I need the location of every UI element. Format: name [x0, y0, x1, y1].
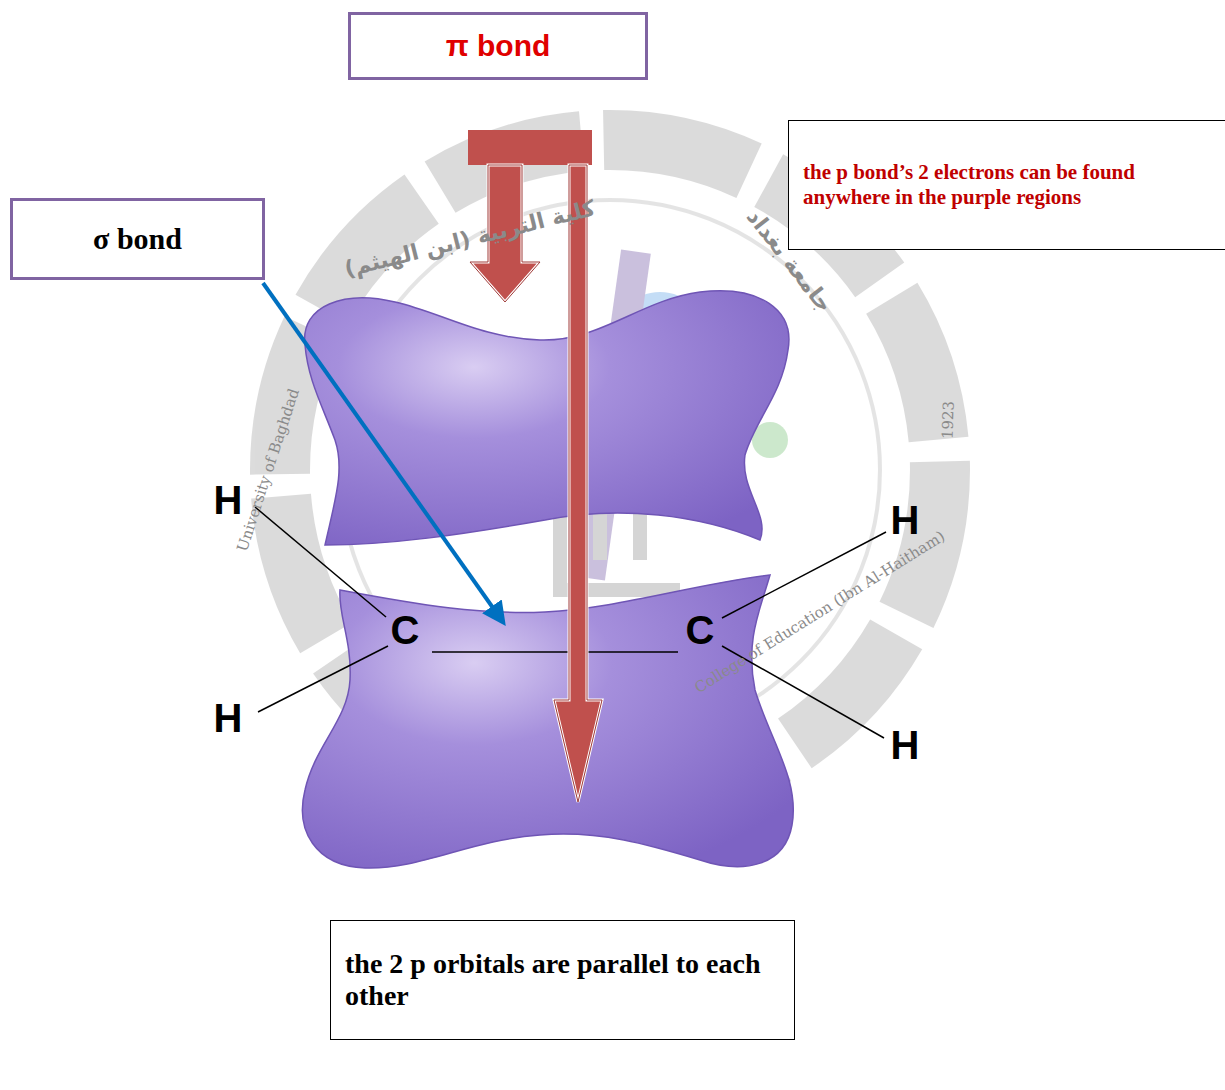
- atom-symbol: H: [891, 723, 920, 768]
- watermark-text: 1923: [938, 401, 957, 440]
- note-box: the p bond’s 2 electrons can be found an…: [788, 120, 1225, 250]
- upper-p-lobe: [305, 291, 789, 545]
- lower-p-lobe: [303, 575, 794, 868]
- sigma-arrow: [263, 283, 503, 622]
- atom-symbol: H: [891, 498, 920, 543]
- sigma-bond-box: σ bond: [10, 198, 265, 280]
- atom-symbol: C: [391, 608, 420, 653]
- atom-symbol: H: [214, 478, 243, 523]
- box-text: the 2 p orbitals are parallel to each ot…: [345, 948, 780, 1012]
- note-box: the 2 p orbitals are parallel to each ot…: [330, 920, 795, 1040]
- atom-symbol: C: [686, 608, 715, 653]
- atom-symbol: H: [214, 696, 243, 741]
- pi-bond-box: π bond: [348, 12, 648, 80]
- box-text: the p bond’s 2 electrons can be found an…: [803, 160, 1211, 210]
- box-text: σ bond: [23, 222, 252, 256]
- box-text: π bond: [361, 29, 635, 63]
